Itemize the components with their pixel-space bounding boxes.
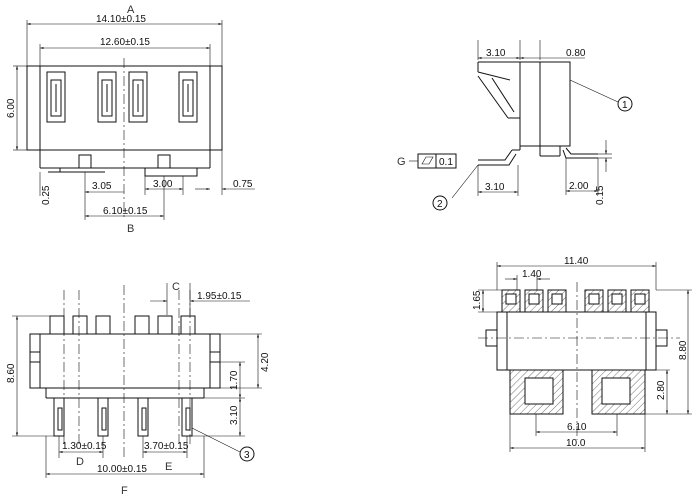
dim-bottom-offset: 0.25	[41, 185, 52, 205]
callout-2: 2	[437, 199, 443, 210]
label-b: B	[127, 223, 134, 235]
dim-wall: 0.80	[566, 48, 586, 59]
contact-windows	[46, 71, 198, 123]
top-left-view: A 14.10±0.15 12.60±0.15 6.00	[6, 4, 255, 235]
dim-height: 6.00	[6, 98, 17, 118]
callout-3: 3	[244, 450, 250, 461]
dim-slot-height: 1.65	[472, 290, 483, 310]
dim-foot-length: 2.00	[569, 181, 589, 192]
dim-top-width: 3.10	[486, 48, 506, 59]
dim-pitch-d: 1.30±0.15	[62, 441, 107, 452]
dim-pad-span: 6.10±0.15	[103, 206, 148, 217]
dim-foot-width: 3.10	[485, 182, 505, 193]
label-g: G	[397, 156, 406, 168]
callout-1: 1	[622, 100, 628, 111]
left-pad	[509, 369, 564, 415]
dim-overall-width: 11.40	[564, 256, 589, 267]
top-right-view: 3.10 0.80 1 G 0.1 2	[397, 40, 633, 211]
dim-overall-width: 14.10±0.15	[96, 14, 146, 25]
dim-slot-pitch: 1.40	[522, 269, 542, 280]
flatness-frame	[417, 153, 457, 169]
bottom-right-view: 11.40 1.40 1.65	[472, 256, 692, 452]
label-e: E	[165, 461, 172, 473]
label-d: D	[76, 456, 84, 468]
dim-height: 8.80	[678, 340, 689, 360]
dim-foot-thickness: 0.15	[595, 185, 606, 205]
dim-width-f: 10.00±0.15	[97, 464, 147, 475]
bottom-left-view: C 1.95±0.15	[6, 281, 271, 497]
dim-pitch-e: 3.70±0.15	[144, 441, 189, 452]
dim-pin-pitch-c: 1.95±0.15	[197, 291, 242, 302]
label-f: F	[121, 485, 128, 497]
dim-pin-gap: 3.05	[92, 181, 112, 192]
dim-inner-width: 12.60±0.15	[100, 37, 150, 48]
dim-pad-height: 2.80	[656, 380, 667, 400]
dim-pad-width: 3.00	[153, 179, 173, 190]
dim-pad-span: 6.10	[567, 422, 587, 433]
dim-mid: 1.70	[229, 370, 240, 390]
dim-height: 8.60	[6, 363, 17, 383]
flatness-value: 0.1	[439, 157, 453, 168]
dim-upper: 4.20	[260, 352, 271, 372]
label-a: A	[127, 4, 135, 16]
label-c: C	[172, 281, 180, 293]
dim-lower: 3.10	[229, 405, 240, 425]
dim-right-offset: 0.75	[233, 179, 253, 190]
dim-base-width: 10.0	[566, 438, 586, 449]
top-slots	[501, 289, 650, 313]
